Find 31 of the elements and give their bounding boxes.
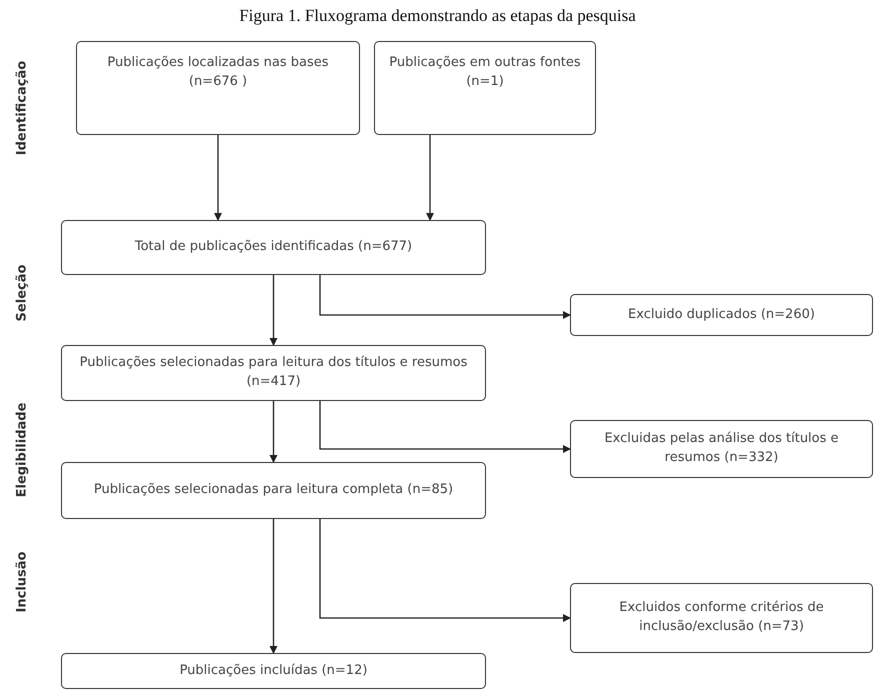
stage-label: Seleção [14, 264, 30, 322]
box-text: Publicações selecionadas para leitura completa (n=85) [94, 481, 454, 500]
arrow [319, 401, 571, 453]
process-box [61, 345, 486, 401]
arrow [270, 275, 278, 346]
process-box [76, 41, 360, 135]
process-box [570, 294, 873, 336]
box-text: Publicações localizadas nas bases (n=676 ) [106, 54, 330, 91]
process-box [61, 462, 486, 519]
arrow [319, 519, 571, 622]
box-text: Excluido duplicados (n=260) [628, 306, 815, 324]
arrow [214, 135, 222, 221]
box-text: Total de publicações identificadas (n=677) [134, 238, 412, 256]
process-box [570, 420, 873, 478]
arrow [319, 275, 571, 319]
box-text: Excluidos conforme critérios de inclusão/exclusão (n=73) [618, 599, 825, 636]
arrow [270, 401, 278, 463]
process-box [570, 583, 873, 653]
stage-label: Identificação [14, 60, 30, 156]
box-text: Publicações em outras fontes (n=1) [388, 54, 582, 91]
arrow [270, 519, 278, 654]
process-box [374, 41, 596, 135]
box-text: Excluidas pelas análise dos títulos e resumos (n=332) [603, 430, 840, 467]
stage-label: Inclusão [14, 552, 30, 612]
figure-title: Figura 1. Fluxograma demonstrando as etapas da pesquisa [238, 6, 637, 26]
process-box [61, 653, 486, 689]
box-text: Publicações incluídas (n=12) [180, 662, 368, 680]
box-text: Publicações selecionadas para leitura dos títulos e resumos (n=417) [78, 354, 468, 391]
process-box [61, 220, 486, 275]
stage-label: Elegibilidade [14, 402, 30, 498]
arrow [426, 135, 434, 221]
